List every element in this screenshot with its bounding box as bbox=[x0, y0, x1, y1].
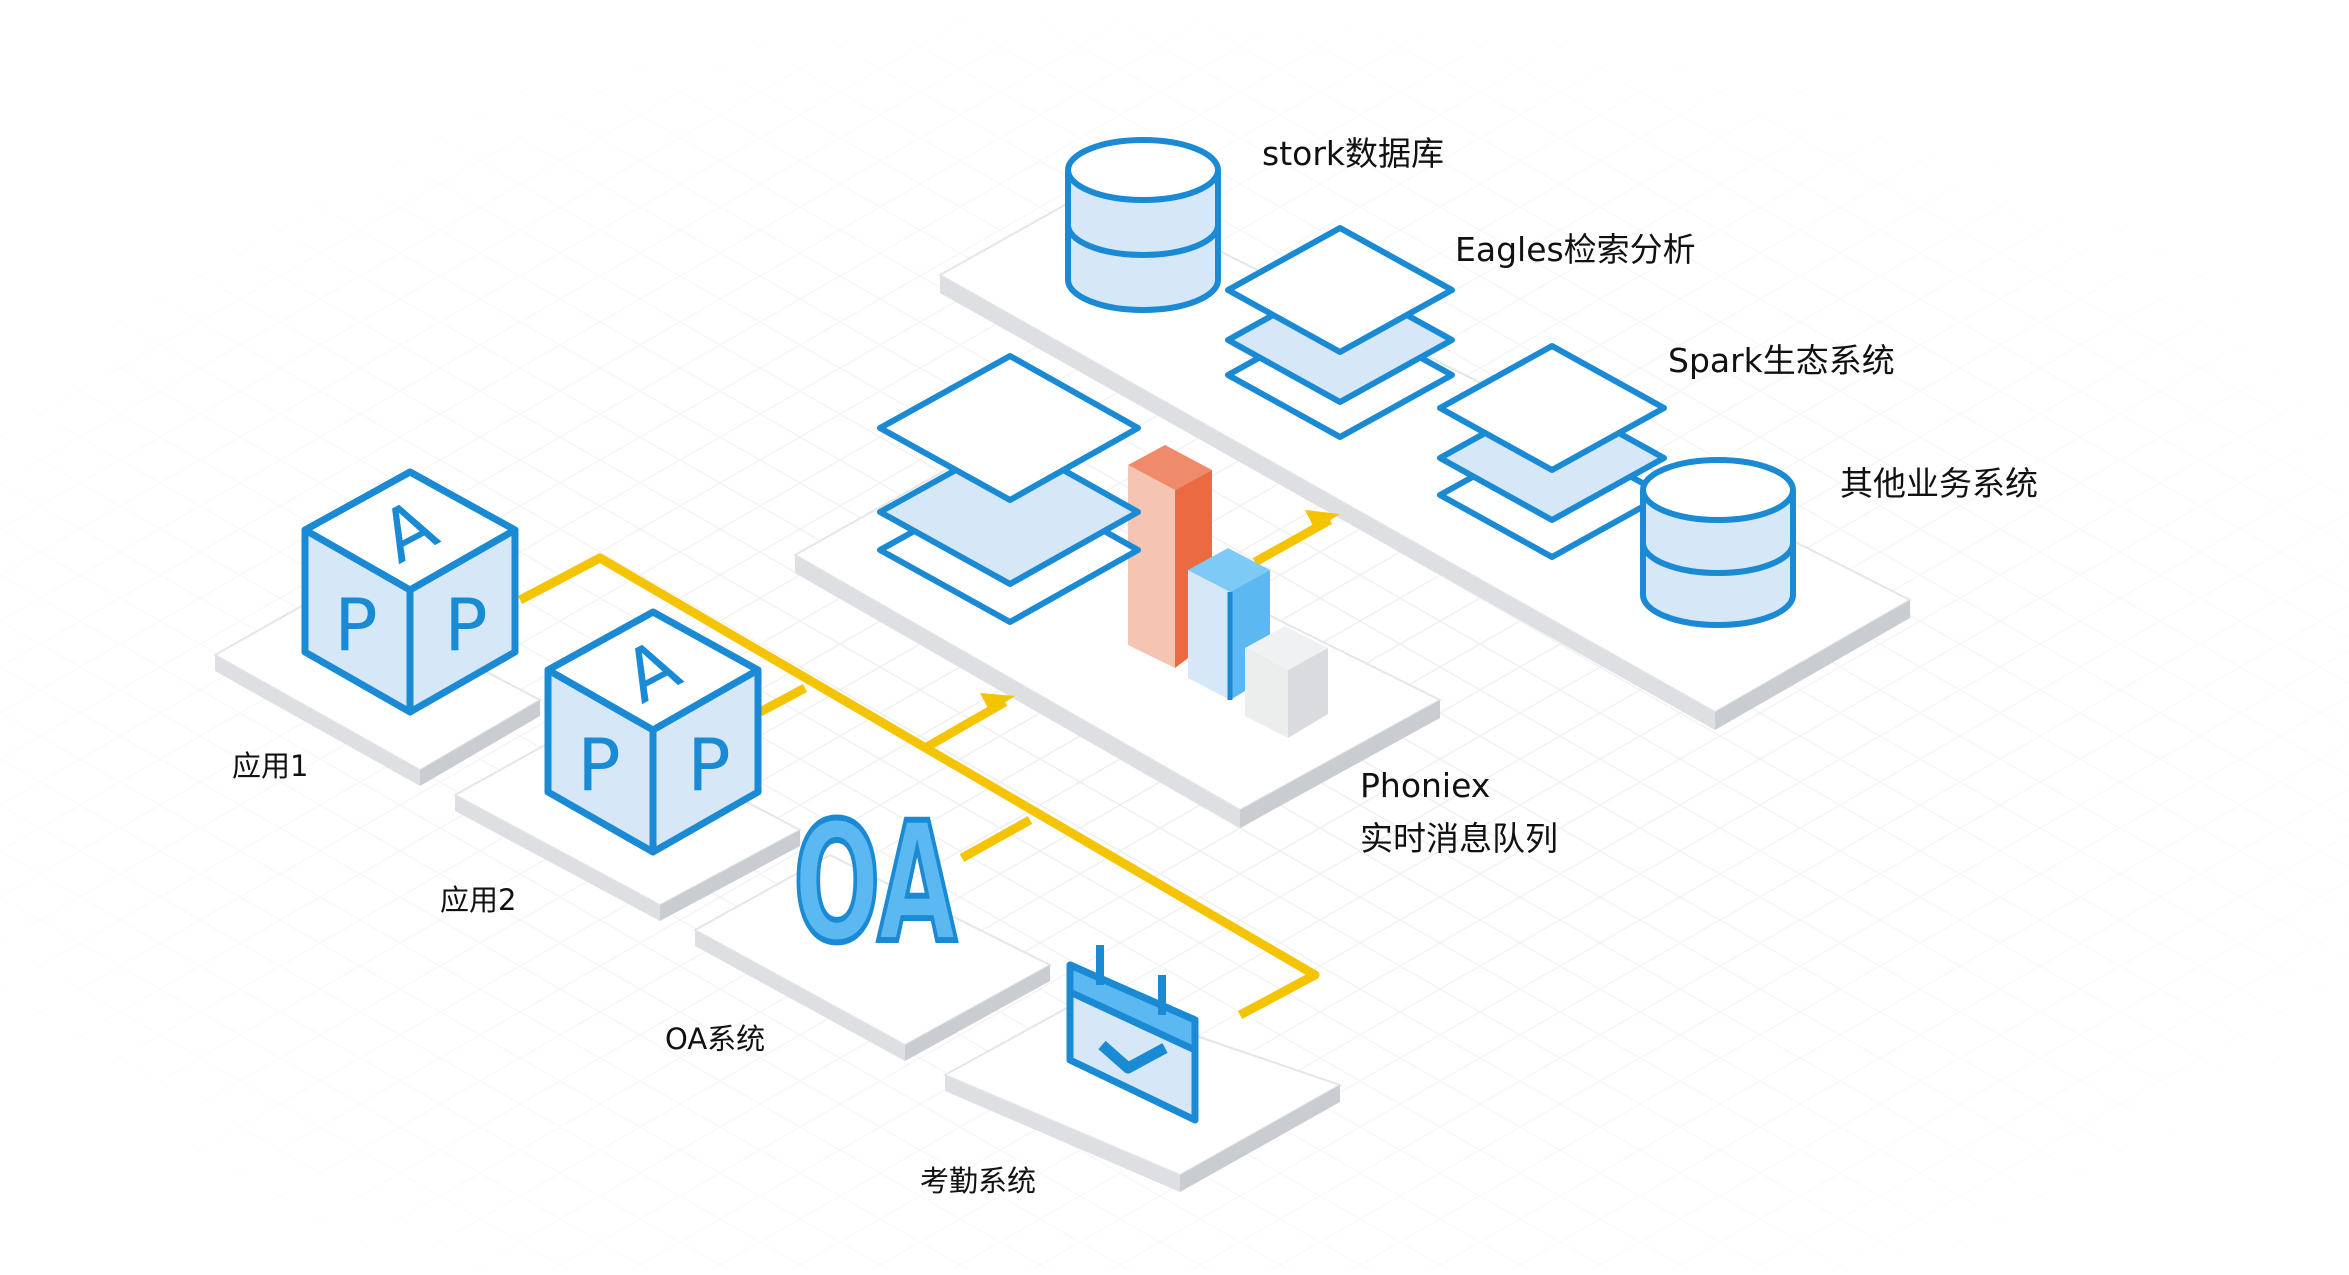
app2-label: 应用2 bbox=[440, 883, 517, 917]
app2-cube-letter-left: P bbox=[577, 723, 620, 807]
spark-ecosystem-label: Spark生态系统 bbox=[1668, 341, 1895, 380]
oa-platform bbox=[692, 853, 1053, 1061]
eagles-layers-icon bbox=[1225, 225, 1455, 440]
other-systems-database-icon bbox=[1640, 457, 1796, 628]
phoniex-title-label: Phoniex bbox=[1360, 766, 1491, 805]
svg-text:OA: OA bbox=[793, 789, 956, 980]
connector-lines bbox=[517, 553, 1320, 1019]
app1-cube-letter-right: P bbox=[444, 583, 487, 667]
stork-database-icon bbox=[1065, 137, 1221, 313]
oa-icon: OA bbox=[791, 786, 959, 982]
eagles-search-label: Eagles检索分析 bbox=[1455, 230, 1696, 269]
app1-cube-letter-left: P bbox=[334, 583, 377, 667]
arrow-to-data-stores bbox=[1252, 510, 1340, 566]
app1-cube-icon bbox=[301, 468, 519, 716]
other-systems-label: 其他业务系统 bbox=[1840, 464, 2038, 503]
phoniex-subtitle-label: 实时消息队列 bbox=[1360, 819, 1558, 858]
app2-cube-icon bbox=[544, 608, 762, 856]
calendar-icon bbox=[1066, 945, 1199, 1124]
bar-chart-icon bbox=[1128, 445, 1328, 738]
spark-layers-icon bbox=[1437, 343, 1667, 560]
attendance-system-label: 考勤系统 bbox=[920, 1164, 1037, 1198]
oa-system-label: OA系统 bbox=[665, 1022, 766, 1056]
stork-database-label: stork数据库 bbox=[1262, 134, 1444, 173]
app2-cube-letter-right: P bbox=[687, 723, 730, 807]
phoniex-layers-icon bbox=[877, 353, 1141, 625]
arrow-to-phoniex bbox=[922, 693, 1015, 752]
app1-label: 应用1 bbox=[232, 749, 309, 783]
